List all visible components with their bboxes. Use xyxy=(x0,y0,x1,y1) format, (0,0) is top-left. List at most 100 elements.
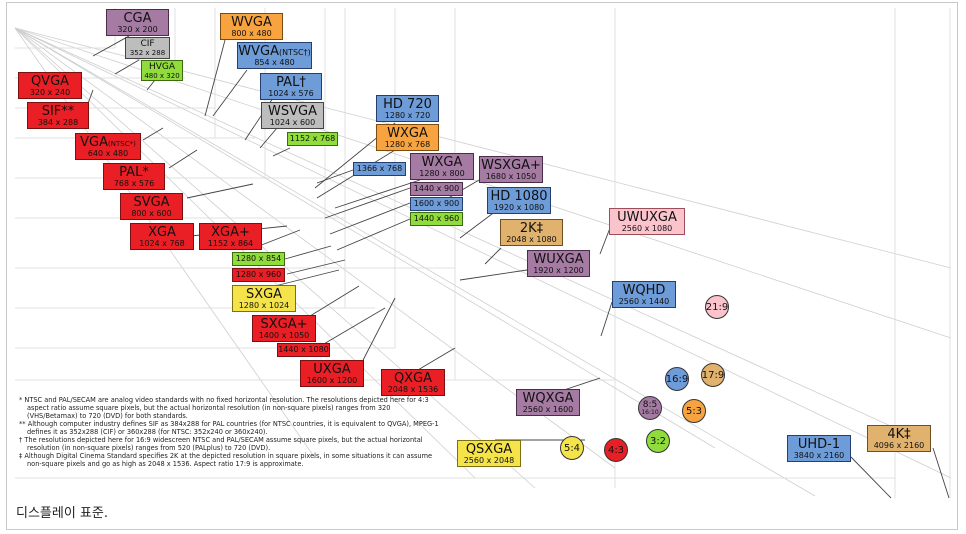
standard-pal-star-res: 768 x 576 xyxy=(113,179,155,188)
standard-1280x960: 1280 x 960 xyxy=(232,268,285,282)
ratio-8-5: 8:5 16:10 xyxy=(638,396,662,420)
standard-wuxga-name: WUXGA xyxy=(533,252,584,267)
standard-1280x854-res: 1280 x 854 xyxy=(235,254,282,263)
ratio-5-4: 5:4 xyxy=(560,436,584,460)
footnote-2k: ‡ Although Digital Cinema Standard speci… xyxy=(19,452,433,468)
standard-uxga: UXGA 1600 x 1200 xyxy=(300,360,364,387)
standard-wsvga-name: WSVGA xyxy=(268,104,317,119)
standard-sif-res: 384 x 288 xyxy=(37,118,79,127)
ratio-16-10-label: 16:10 xyxy=(641,408,659,416)
standard-qsxga-res: 2560 x 2048 xyxy=(463,456,515,465)
standard-qsxga-name: QSXGA xyxy=(465,442,513,457)
standard-wvga-name: WVGA xyxy=(231,15,272,30)
display-standards-diagram: CGA 320 x 200 WVGA 800 x 480 CIF 352 x 2… xyxy=(15,8,951,500)
standard-wxga-800: WXGA 1280 x 800 xyxy=(410,153,474,180)
standard-wuxga: WUXGA 1920 x 1200 xyxy=(527,250,590,277)
standard-xga-plus: XGA+ 1152 x 864 xyxy=(199,223,262,250)
standard-sxga-plus: SXGA+ 1400 x 1050 xyxy=(252,315,316,342)
standard-wxga-800-name: WXGA xyxy=(421,155,463,170)
standard-sif: SIF** 384 x 288 xyxy=(27,102,89,129)
standard-uxga-res: 1600 x 1200 xyxy=(306,376,358,385)
standard-wsxga-plus: WSXGA+ 1680 x 1050 xyxy=(479,156,543,183)
standard-1366x768-res: 1366 x 768 xyxy=(356,164,403,173)
standard-xga: XGA 1024 x 768 xyxy=(130,223,194,250)
standard-pal-dagger: PAL† 1024 x 576 xyxy=(260,73,322,100)
standard-pal-star: PAL* 768 x 576 xyxy=(103,163,165,190)
standard-wxga-768: WXGA 1280 x 768 xyxy=(376,124,439,151)
standard-1366x768: 1366 x 768 xyxy=(353,162,406,176)
standard-2k-res: 2048 x 1080 xyxy=(506,235,557,244)
standard-uhd1-name: UHD-1 xyxy=(797,437,841,452)
standard-1600x900-res: 1600 x 900 xyxy=(413,199,460,208)
standard-qxga: QXGA 2048 x 1536 xyxy=(381,369,445,396)
standard-cga-name: CGA xyxy=(123,11,152,26)
standard-wxga-768-name: WXGA xyxy=(387,126,428,141)
standard-cga: CGA 320 x 200 xyxy=(106,9,169,36)
standard-vga-name: VGA(NTSC*) xyxy=(76,136,140,149)
standard-cif-res: 352 x 288 xyxy=(129,49,166,57)
standard-hd1080: HD 1080 1920 x 1080 xyxy=(487,187,551,214)
standard-uhd1: UHD-1 3840 x 2160 xyxy=(787,435,851,462)
standard-qxga-name: QXGA xyxy=(393,371,433,386)
standard-xga-plus-res: 1152 x 864 xyxy=(207,239,254,248)
standard-wvga-ntsc-name: WVGA(NTSC†) xyxy=(238,45,311,58)
standard-vga-label: VGA xyxy=(80,135,109,150)
standard-xga-res: 1024 x 768 xyxy=(139,239,185,248)
standard-4k: 4K‡ 4096 x 2160 xyxy=(867,425,931,452)
standard-sxga-plus-name: SXGA+ xyxy=(260,317,308,332)
standard-qvga: QVGA 320 x 240 xyxy=(18,72,82,99)
standard-wvga-ntsc-label: WVGA xyxy=(238,44,279,59)
ratio-16-9: 16:9 xyxy=(665,367,689,391)
standard-wuxga-res: 1920 x 1200 xyxy=(533,266,584,275)
standard-qxga-res: 2048 x 1536 xyxy=(387,385,439,394)
ratio-21-9: 21:9 xyxy=(705,295,729,319)
standard-wqhd-name: WQHD xyxy=(622,283,666,298)
standard-xga-plus-name: XGA+ xyxy=(211,225,250,240)
standard-uwuxga: UWUXGA 2560 x 1080 xyxy=(609,208,685,235)
standard-wqhd-res: 2560 x 1440 xyxy=(618,297,670,306)
figure-caption: 디스플레이 표준. xyxy=(16,506,108,521)
standard-hd1080-res: 1920 x 1080 xyxy=(493,203,545,212)
standard-vga-res: 640 x 480 xyxy=(87,149,129,158)
standard-wqxga: WQXGA 2560 x 1600 xyxy=(516,389,580,416)
standard-wvga-ntsc: WVGA(NTSC†) 854 x 480 xyxy=(237,42,312,69)
standard-wvga-res: 800 x 480 xyxy=(231,29,272,38)
standard-wxga-800-res: 1280 x 800 xyxy=(419,169,465,178)
standard-hvga-name: HVGA xyxy=(148,62,176,72)
standard-2k: 2K‡ 2048 x 1080 xyxy=(500,219,563,246)
standard-uwuxga-res: 2560 x 1080 xyxy=(621,224,673,233)
ratio-5-3: 5:3 xyxy=(682,399,706,423)
standard-1440x1080: 1440 x 1080 xyxy=(277,343,330,357)
standard-wvga-ntsc-res: 854 x 480 xyxy=(254,58,295,67)
standard-qvga-name: QVGA xyxy=(30,74,70,89)
standard-hd720-res: 1280 x 720 xyxy=(384,111,431,120)
standard-2k-name: 2K‡ xyxy=(519,221,544,236)
ratio-17-9: 17:9 xyxy=(701,363,725,387)
standard-wxga-768-res: 1280 x 768 xyxy=(384,140,431,149)
standard-1440x960-res: 1440 x 960 xyxy=(413,214,460,223)
standard-vga: VGA(NTSC*) 640 x 480 xyxy=(75,133,141,160)
standard-cif: CIF 352 x 288 xyxy=(125,37,170,59)
standard-1152x768: 1152 x 768 xyxy=(287,132,338,146)
standard-qvga-res: 320 x 240 xyxy=(29,88,71,97)
standard-svga-name: SVGA xyxy=(133,195,170,210)
standard-wsvga: WSVGA 1024 x 600 xyxy=(261,102,324,129)
standard-uxga-name: UXGA xyxy=(313,362,351,377)
standard-sxga-name: SXGA xyxy=(245,287,283,302)
standard-sxga-plus-res: 1400 x 1050 xyxy=(258,331,310,340)
footnote-sif: ** Although computer industry defines SI… xyxy=(19,420,439,436)
standard-hd720: HD 720 1280 x 720 xyxy=(376,95,439,122)
standard-wsxga-plus-res: 1680 x 1050 xyxy=(485,172,537,181)
standard-sif-name: SIF** xyxy=(41,104,75,119)
standard-sxga: SXGA 1280 x 1024 xyxy=(232,285,296,312)
standard-wqhd: WQHD 2560 x 1440 xyxy=(612,281,676,308)
standard-1440x900: 1440 x 900 xyxy=(410,182,463,196)
standard-svga-res: 800 x 600 xyxy=(131,209,172,218)
standard-cga-res: 320 x 200 xyxy=(117,25,158,34)
standard-4k-name: 4K‡ xyxy=(887,427,911,442)
standard-wvga-ntsc-sub: (NTSC†) xyxy=(278,48,311,57)
ratio-3-2: 3:2 xyxy=(646,429,670,453)
standard-1600x900: 1600 x 900 xyxy=(410,197,463,211)
standard-pal-star-name: PAL* xyxy=(119,165,149,180)
standard-sxga-res: 1280 x 1024 xyxy=(238,301,290,310)
